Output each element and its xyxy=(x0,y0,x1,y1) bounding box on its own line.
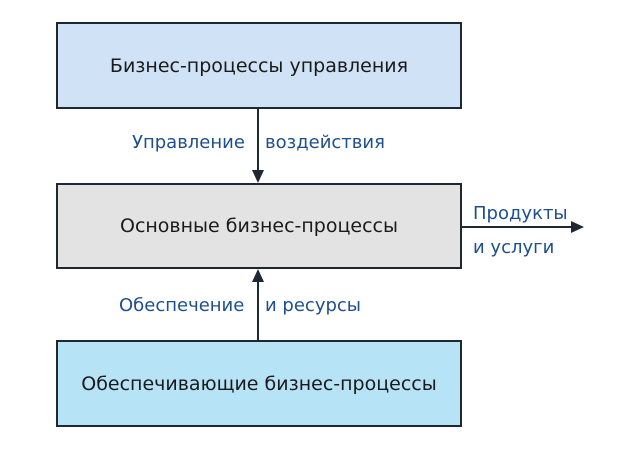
label-support-left: Обеспечение xyxy=(119,295,245,316)
label-support-right: и ресурсы xyxy=(265,295,362,316)
label-management-left: Управление xyxy=(132,132,245,153)
box-core-label: Основные бизнес-процессы xyxy=(119,215,398,237)
arrow-management-to-core-head xyxy=(252,170,264,183)
label-output-line2: и услуги xyxy=(473,237,555,258)
label-output-line1: Продукты xyxy=(473,203,568,224)
box-support-label: Обеспечивающие бизнес-процессы xyxy=(81,372,437,395)
box-management-label: Бизнес-процессы управления xyxy=(109,54,409,77)
box-core-processes: Основные бизнес-процессы xyxy=(56,183,462,269)
arrow-support-to-core-head xyxy=(252,269,264,282)
box-management-processes: Бизнес-процессы управления xyxy=(56,22,462,109)
label-management-right: воздействия xyxy=(265,132,385,153)
box-support-processes: Обеспечивающие бизнес-процессы xyxy=(56,340,462,427)
arrow-core-to-output-head xyxy=(571,221,584,233)
